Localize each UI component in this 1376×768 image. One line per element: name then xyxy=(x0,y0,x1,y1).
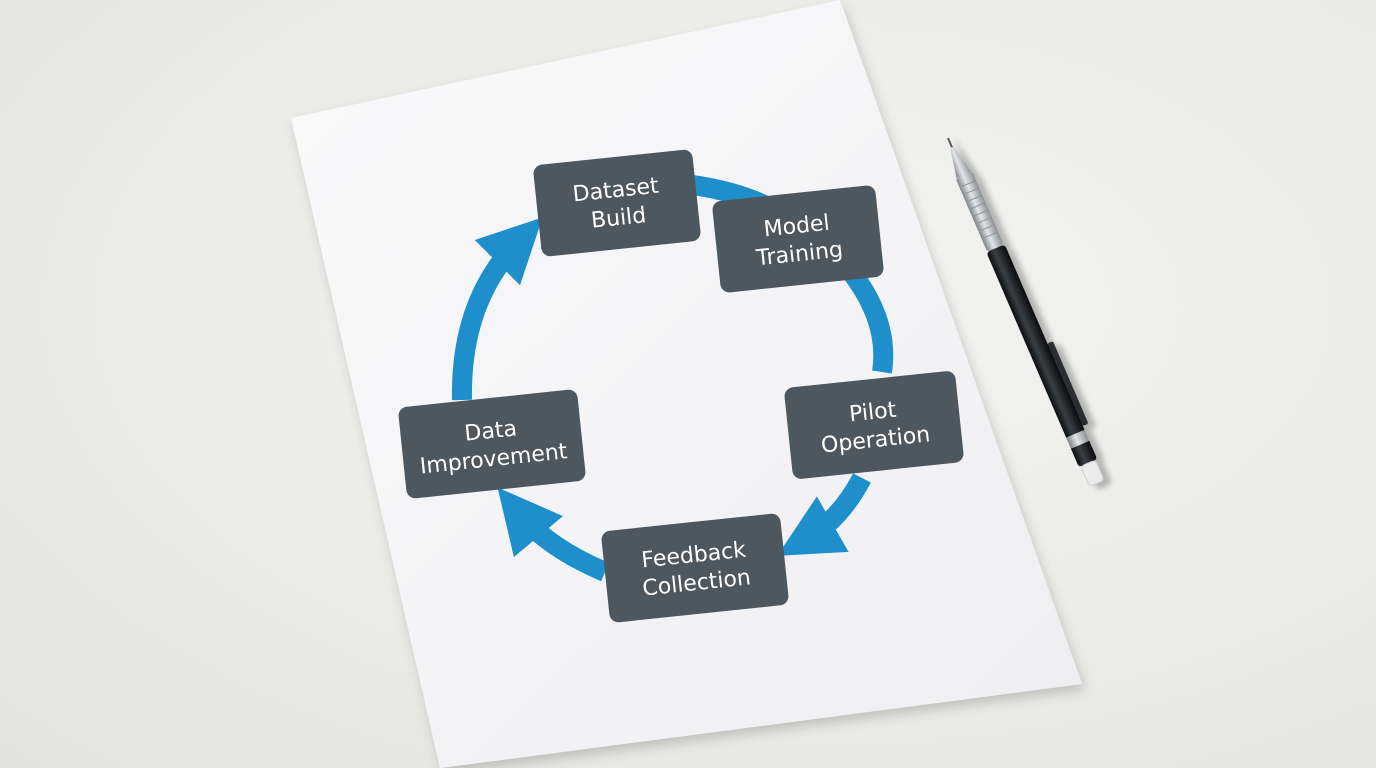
pencil-lead xyxy=(947,138,953,148)
pencil-body xyxy=(986,244,1091,454)
node-data-improvement: Data Improvement xyxy=(398,389,587,499)
paper-sheet xyxy=(291,0,1082,768)
node-dataset-build: Dataset Build xyxy=(533,149,702,257)
pencil-cone xyxy=(945,144,972,178)
node-feedback-collection: Feedback Collection xyxy=(601,513,790,623)
node-pilot-operation-line-1: Pilot xyxy=(848,398,898,428)
node-pilot-operation: Pilot Operation xyxy=(784,370,965,479)
pencil-grip xyxy=(956,171,1004,252)
node-model-training: Model Training xyxy=(712,185,885,294)
